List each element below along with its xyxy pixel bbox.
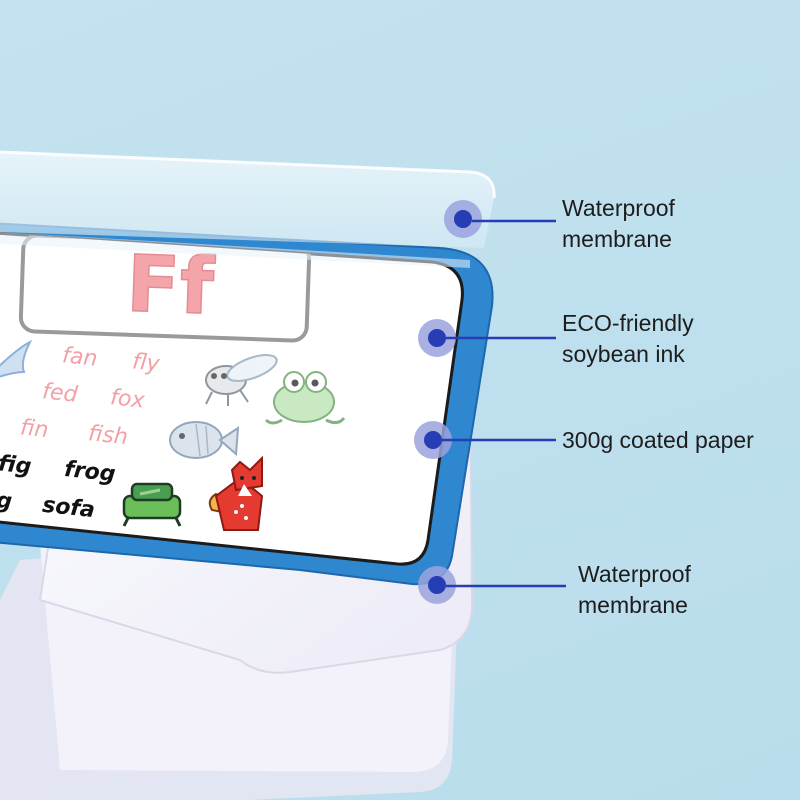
callout-marker-1 [444, 200, 556, 238]
callout-1-line-2: membrane [562, 226, 672, 252]
wing-illustration [0, 339, 33, 380]
callout-label-waterproof-top: Waterproof membrane [562, 193, 675, 255]
word-fly: fly [131, 349, 162, 377]
card-heading: Ff [125, 240, 216, 333]
word-fan: fan [61, 343, 99, 372]
fox-illustration [208, 455, 264, 531]
printed-card: Ff fan fly fed fox fin fish fig frog g s… [0, 222, 494, 586]
word-fox: fox [109, 385, 147, 414]
callout-2-line-2: soybean ink [562, 341, 685, 367]
fish-illustration [169, 421, 240, 459]
callout-3-line-1: 300g coated paper [562, 427, 754, 453]
callout-1-line-1: Waterproof [562, 195, 675, 221]
callout-label-coated-paper: 300g coated paper [562, 425, 754, 456]
callout-label-soybean-ink: ECO-friendly soybean ink [562, 308, 694, 370]
top-membrane-film [0, 150, 496, 268]
word-sofa: sofa [41, 493, 96, 523]
word-fish: fish [87, 421, 129, 450]
word-g: g [0, 488, 13, 515]
callout-4-line-1: Waterproof [578, 561, 691, 587]
word-frog: frog [63, 457, 117, 487]
callout-marker-2 [418, 319, 556, 357]
word-fin: fin [19, 415, 50, 443]
fly-illustration [205, 354, 278, 406]
frog-illustration [264, 371, 346, 425]
callout-marker-4 [418, 566, 566, 604]
callout-2-line-1: ECO-friendly [562, 310, 694, 336]
sofa-illustration [122, 482, 182, 527]
callout-marker-3 [414, 421, 556, 459]
word-fig: fig [0, 451, 33, 479]
word-fed: fed [41, 379, 80, 408]
callout-label-waterproof-bottom: Waterproof membrane [578, 559, 691, 621]
callout-4-line-2: membrane [578, 592, 688, 618]
